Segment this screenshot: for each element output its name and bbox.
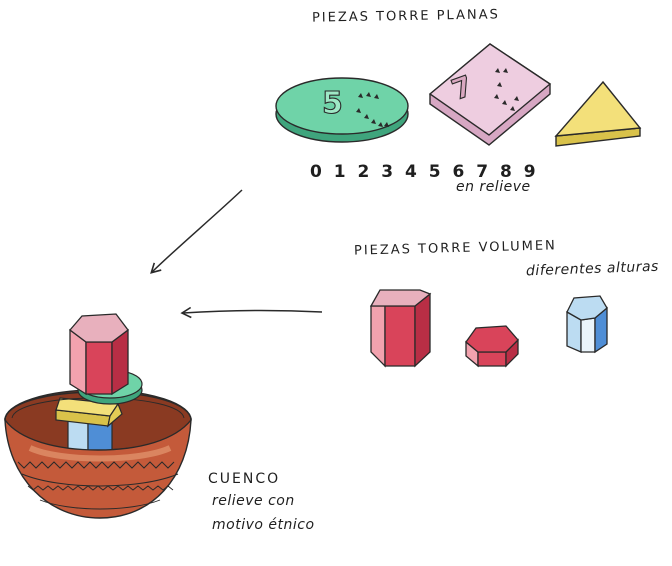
bowl-ethnic-motif: [17, 461, 175, 469]
bowl-line2: motivo étnico: [212, 517, 315, 533]
flat-square-piece: 7: [428, 43, 552, 146]
flat-triangle-piece: [554, 80, 642, 147]
flat-pieces-title: PIEZAS TORRE PLANAS: [311, 7, 500, 26]
volume-short-red-prism: [465, 325, 519, 368]
square-dots: [494, 68, 519, 111]
volume-tall-red-prism: [369, 289, 432, 368]
arrow-flat-to-bowl: [150, 189, 243, 274]
disc-numeral: 5: [322, 86, 343, 121]
relief-note: en relieve: [456, 179, 531, 195]
bowl-line1: relieve con: [212, 493, 295, 509]
bowl-title: CUENCO: [208, 471, 281, 487]
tower-red-prism: [69, 313, 129, 396]
flat-disc-piece: 5: [275, 77, 409, 143]
digits-row: 0 1 2 3 4 5 6 7 8 9: [310, 162, 539, 182]
bowl-group: [4, 313, 192, 519]
volume-blue-prism: [566, 295, 608, 354]
disc-dots: [356, 92, 389, 127]
arrow-volume-to-bowl: [180, 306, 323, 319]
